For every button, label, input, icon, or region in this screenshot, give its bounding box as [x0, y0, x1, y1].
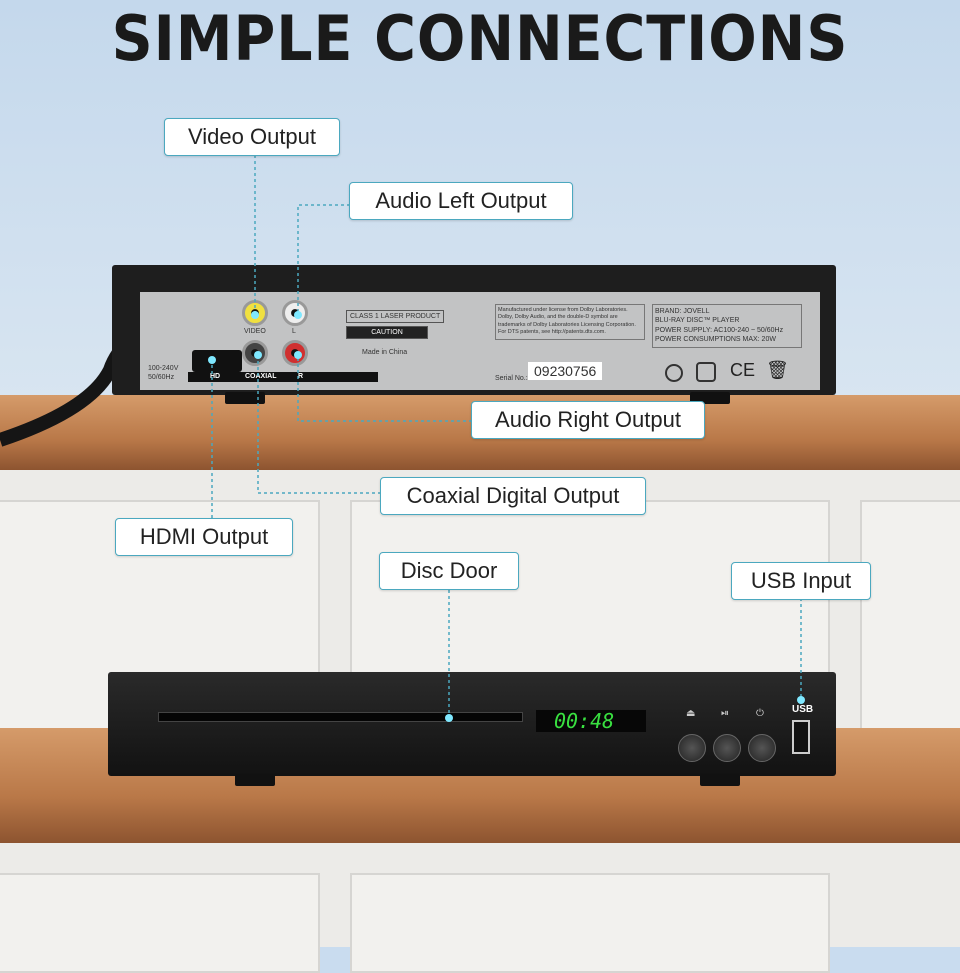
back-plate: 100-240V 50/60Hz HD COAXIAL R VIDEO L CL…: [140, 292, 820, 390]
hdmi-output-callout: HDMI Output: [115, 518, 293, 556]
ce-mark: CE: [730, 360, 756, 380]
usb-input-callout: USB Input: [731, 562, 871, 600]
time-display: 00:48: [536, 710, 646, 732]
right-label: R: [298, 373, 304, 380]
safety-icon: [696, 362, 716, 382]
play-pause-icon: ⏯: [721, 708, 729, 719]
hdmi-port: [192, 350, 242, 372]
player-front: 00:48 ⏏ ⏯ ⏻ USB: [108, 672, 836, 776]
spec-label: BRAND: JOVELL BLU-RAY DISC™ PLAYER POWER…: [652, 304, 802, 348]
video-label: VIDEO: [244, 328, 266, 335]
weee-icon: 🗑: [766, 360, 789, 380]
foot: [225, 392, 265, 404]
coaxial-label: COAXIAL: [245, 373, 277, 380]
serial-number: 09230756: [528, 362, 603, 380]
left-label: L: [292, 328, 296, 335]
audio-right-output-callout: Audio Right Output: [471, 401, 705, 439]
serial-label: Serial No.:: [495, 375, 528, 382]
made-in-label: Made in China: [362, 349, 408, 356]
dolby-text: Manufactured under license from Dolby La…: [498, 307, 636, 328]
eject-button[interactable]: [678, 734, 706, 762]
dts-text: For DTS patents, see http://patents.dts.…: [498, 329, 606, 336]
coaxial-output-callout: Coaxial Digital Output: [380, 477, 646, 515]
eject-icon: ⏏: [686, 708, 696, 719]
certification-icon: [665, 364, 683, 382]
video-output-callout: Video Output: [164, 118, 340, 156]
consumption-text: POWER CONSUMPTIONS MAX: 20W: [655, 336, 776, 344]
disc-door-callout: Disc Door: [379, 552, 519, 590]
foot: [700, 774, 740, 786]
laser-label: CLASS 1 LASER PRODUCT: [346, 310, 445, 324]
hdmi-label: HD: [210, 373, 221, 380]
usb-port[interactable]: [792, 720, 810, 754]
foot: [235, 774, 275, 786]
caution-label: CAUTION: [346, 326, 428, 340]
supply-text: POWER SUPPLY: AC100-240 ~ 50/60Hz: [655, 326, 784, 334]
usb-label: USB: [792, 704, 814, 715]
page-title: SIMPLE CONNECTIONS: [111, 2, 849, 75]
play-pause-button[interactable]: [713, 734, 741, 762]
caution-text: CAUTION: [371, 329, 403, 336]
power-button[interactable]: [748, 734, 776, 762]
disc-slot[interactable]: [158, 712, 523, 722]
power-rating: 100-240V 50/60Hz: [148, 365, 179, 382]
callout-lines: [208, 155, 805, 722]
audio-left-output-callout: Audio Left Output: [349, 182, 573, 220]
product-text: BLU-RAY DISC™ PLAYER: [655, 317, 740, 325]
brand-text: BRAND: JOVELL: [655, 308, 710, 315]
audio-left-jack: [282, 300, 308, 326]
dolby-notice: Manufactured under license from Dolby La…: [495, 304, 645, 340]
power-icon: ⏻: [756, 708, 764, 719]
